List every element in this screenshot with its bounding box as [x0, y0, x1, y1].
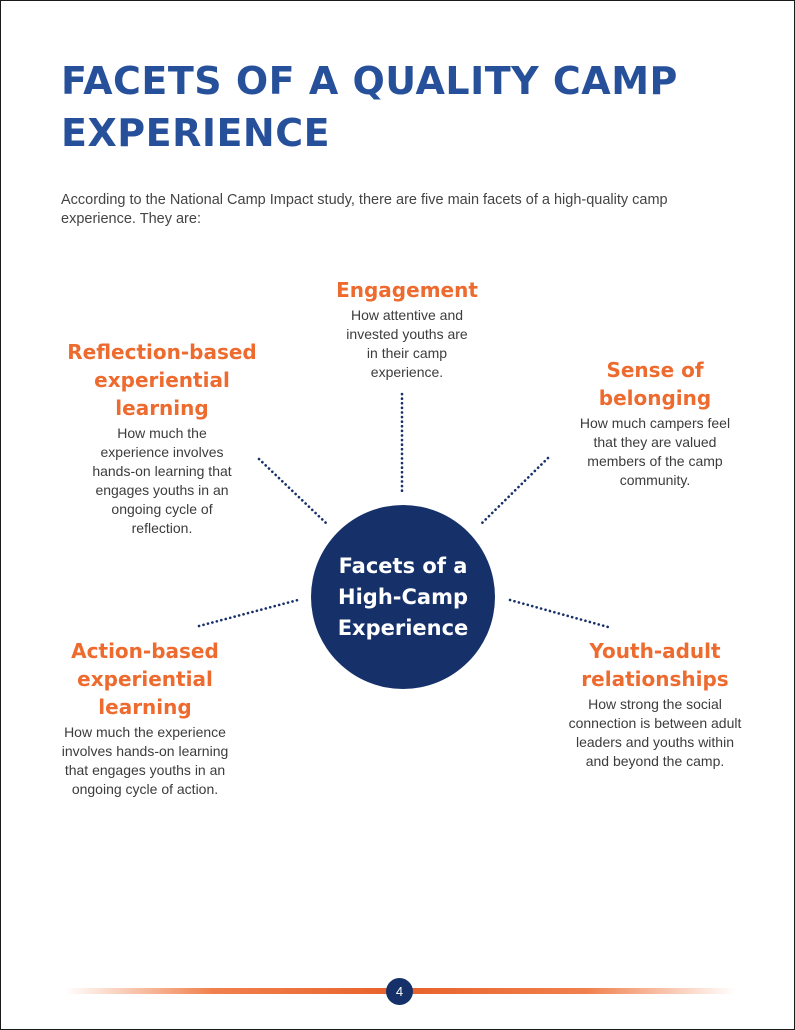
spoke-reflection — [257, 457, 328, 525]
facet-youth-adult-relationships: Youth-adult relationships How strong the… — [559, 637, 751, 771]
page-title: FACETS OF A QUALITY CAMP EXPERIENCE — [61, 59, 678, 155]
facet-action-based-learning: Action-based experiential learning How m… — [55, 637, 235, 799]
page-number-badge: 4 — [386, 978, 413, 1005]
facet-title: Engagement — [336, 278, 478, 302]
intro-paragraph: According to the National Camp Impact st… — [61, 192, 668, 227]
facet-title: Action-based experiential learning — [71, 639, 219, 719]
spoke-belonging — [478, 456, 550, 527]
facet-description: How much the experience involves hands-o… — [92, 425, 232, 536]
facet-description: How much campers feel that they are valu… — [579, 415, 731, 488]
facet-description: How strong the social connection is betw… — [568, 696, 742, 769]
facet-description: How much the experience involves hands-o… — [61, 724, 229, 797]
facet-title: Sense of belonging — [598, 358, 712, 410]
center-label: Facets of a High-Camp Experience — [337, 553, 469, 640]
center-circle: Facets of a High-Camp Experience — [311, 505, 495, 689]
facet-description: How attentive and invested youths are in… — [346, 307, 468, 380]
spoke-relationships — [508, 598, 610, 629]
facet-sense-of-belonging: Sense of belonging How much campers feel… — [565, 356, 745, 490]
facet-title: Reflection-based experiential learning — [67, 340, 257, 420]
spoke-action — [197, 598, 300, 628]
facet-engagement: Engagement How attentive and invested yo… — [312, 276, 502, 382]
facet-reflection-based-learning: Reflection-based experiential learning H… — [63, 338, 261, 538]
facet-title: Youth-adult relationships — [581, 639, 729, 691]
